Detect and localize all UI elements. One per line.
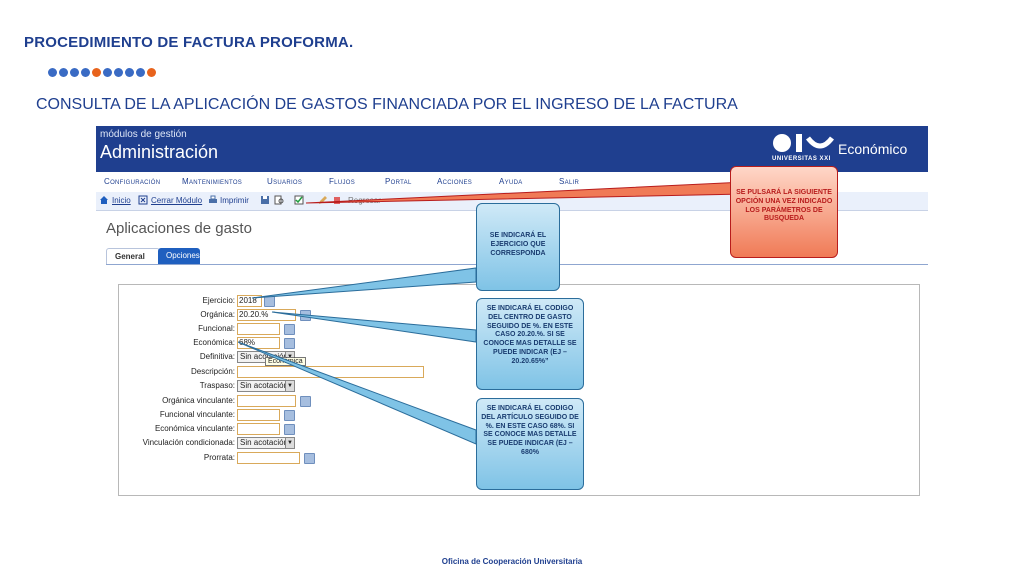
edit-icon[interactable] xyxy=(318,195,328,205)
funcional-input[interactable] xyxy=(237,323,280,335)
label-economica-vinculante: Económica vinculante: xyxy=(154,424,235,433)
menu-usuarios[interactable]: Usuarios xyxy=(267,177,303,186)
menu-ayuda[interactable]: Ayuda xyxy=(499,177,523,186)
module-caption: módulos de gestión xyxy=(100,129,187,140)
tab-general[interactable]: General xyxy=(106,248,160,265)
funcional-vinculante-input[interactable] xyxy=(237,409,280,421)
funcional-vinculante-lookup-icon[interactable] xyxy=(284,410,295,421)
prorrata-input[interactable] xyxy=(237,452,300,464)
close-module-icon[interactable] xyxy=(138,195,148,205)
prorrata-lookup-icon[interactable] xyxy=(304,453,315,464)
callout-organica: SE INDICARÁ EL CODIGO DEL CENTRO DE GAST… xyxy=(476,298,584,390)
home-link[interactable]: Inicio xyxy=(112,196,131,205)
menu-flujos[interactable]: Flujos xyxy=(329,177,356,186)
label-traspaso: Traspaso: xyxy=(199,381,235,390)
traspaso-select[interactable]: Sin acotación▼ xyxy=(237,380,295,392)
menu-salir[interactable]: Salir xyxy=(559,177,580,186)
label-ejercicio: Ejercicio: xyxy=(202,296,235,305)
menu-portal[interactable]: Portal xyxy=(385,177,412,186)
label-organica-vinculante: Orgánica vinculante: xyxy=(162,396,235,405)
print-icon[interactable] xyxy=(208,195,218,205)
callout-ejercicio: SE INDICARÁ EL EJERCICIO QUE CORRESPONDA xyxy=(476,203,560,291)
home-icon[interactable] xyxy=(99,195,109,205)
menu-configuracion[interactable]: Configuración xyxy=(104,177,161,186)
callout-busqueda: SE PULSARÁ LA SIGUIENTE OPCIÓN UNA VEZ I… xyxy=(730,166,838,258)
descripcion-input[interactable] xyxy=(237,366,424,378)
app-header: módulos de gestión Administración UNIVER… xyxy=(96,126,928,172)
logo-caption: UNIVERSITAS XXI xyxy=(772,156,831,162)
economica-lookup-icon[interactable] xyxy=(284,338,295,349)
organica-lookup-icon[interactable] xyxy=(300,310,311,321)
delete-icon[interactable] xyxy=(332,195,342,205)
label-definitiva: Definitiva: xyxy=(199,352,235,361)
label-economica: Económica: xyxy=(193,338,235,347)
label-funcional: Funcional: xyxy=(198,324,235,333)
menu-mantenimientos[interactable]: Mantenimientos xyxy=(182,177,243,186)
ejercicio-input[interactable]: 2018 xyxy=(237,295,262,307)
economica-vinculante-lookup-icon[interactable] xyxy=(284,424,295,435)
page-heading: Aplicaciones de gasto xyxy=(106,220,252,237)
economica-vinculante-input[interactable] xyxy=(237,423,280,435)
label-funcional-vinculante: Funcional vinculante: xyxy=(159,410,235,419)
label-prorrata: Prorrata: xyxy=(203,453,235,462)
slide-subtitle: CONSULTA DE LA APLICACIÓN DE GASTOS FINA… xyxy=(36,96,738,113)
label-descripcion: Descripción: xyxy=(190,367,235,376)
callout-economica: SE INDICARÁ EL CODIGO DEL ARTÍCULO SEGUI… xyxy=(476,398,584,490)
chevron-down-icon[interactable]: ▼ xyxy=(285,381,294,391)
tab-opciones[interactable]: Opciones xyxy=(158,248,200,264)
module-name: Administración xyxy=(100,142,219,162)
print-link[interactable]: Imprimir xyxy=(220,196,249,205)
close-module-link[interactable]: Cerrar Módulo xyxy=(151,196,203,205)
slide-title: PROCEDIMIENTO DE FACTURA PROFORMA. xyxy=(24,34,354,51)
chevron-down-icon[interactable]: ▼ xyxy=(285,438,294,448)
decorative-dots xyxy=(48,68,156,77)
organica-vinculante-lookup-icon[interactable] xyxy=(300,396,311,407)
product-name: Económico xyxy=(838,141,908,157)
funcional-lookup-icon[interactable] xyxy=(284,324,295,335)
label-vinculacion-condicionada: Vinculación condicionada: xyxy=(142,438,235,447)
economica-input[interactable]: 68% xyxy=(237,337,280,349)
traspaso-value: Sin acotación xyxy=(240,381,289,390)
economica-tooltip: Económica xyxy=(265,357,306,366)
toolbar-extra[interactable]: Regresar xyxy=(348,196,381,205)
accept-search-icon[interactable] xyxy=(294,195,304,205)
organica-vinculante-input[interactable] xyxy=(237,395,296,407)
label-organica: Orgánica: xyxy=(200,310,235,319)
vinculacion-condicionada-select[interactable]: Sin acotación▼ xyxy=(237,437,295,449)
save-icon[interactable] xyxy=(260,195,270,205)
menu-acciones[interactable]: Acciones xyxy=(437,177,473,186)
search-doc-icon[interactable] xyxy=(274,195,284,205)
ejercicio-lookup-icon[interactable] xyxy=(264,296,275,307)
vinculacion-condicionada-value: Sin acotación xyxy=(240,438,289,447)
slide-footer: Oficina de Cooperación Universitaria xyxy=(441,557,583,566)
university-logo-icon xyxy=(773,134,834,152)
organica-input[interactable]: 20.20.% xyxy=(237,309,296,321)
